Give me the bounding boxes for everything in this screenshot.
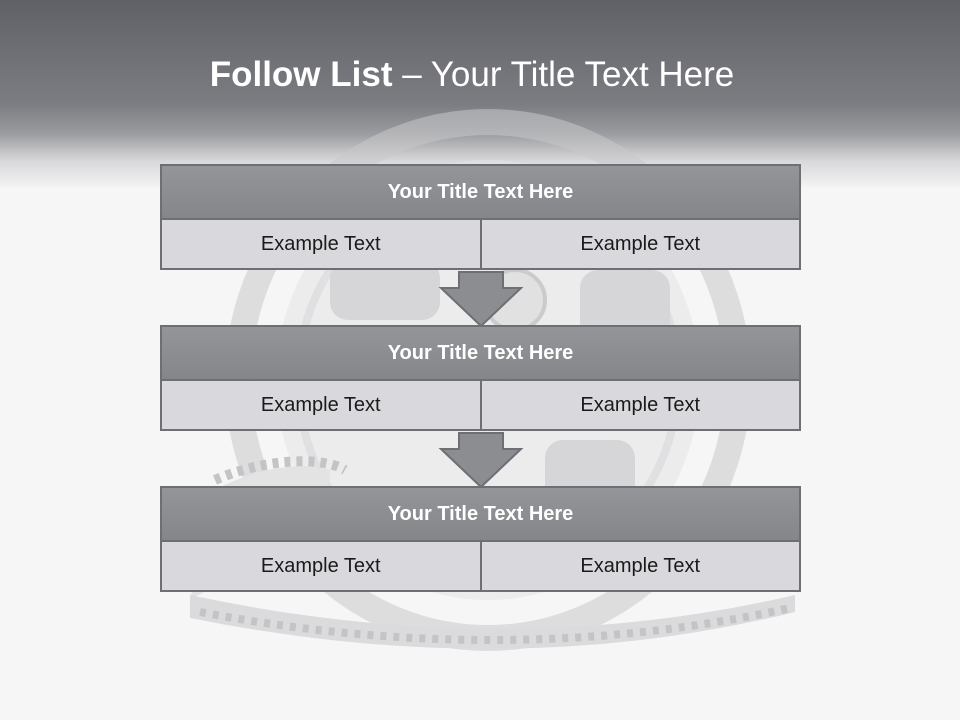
arrow-down-icon	[438, 271, 524, 328]
slide-title: Follow List – Your Title Text Here	[0, 52, 944, 98]
block-title: Your Title Text Here	[160, 325, 801, 381]
header-band	[0, 0, 960, 190]
follow-block-1: Your Title Text Here Example Text Exampl…	[160, 164, 801, 270]
block-cell-left: Example Text	[260, 554, 381, 577]
block-row: Example Text Example Text	[160, 381, 801, 431]
block-cell-left: Example Text	[260, 232, 381, 255]
follow-block-2: Your Title Text Here Example Text Exampl…	[160, 325, 801, 431]
block-title: Your Title Text Here	[160, 164, 801, 220]
block-cell-right: Example Text	[479, 381, 800, 429]
block-cell-right: Example Text	[479, 220, 800, 268]
slide-title-bold: Follow List	[209, 55, 393, 94]
slide-title-rest: – Your Title Text Here	[392, 55, 735, 94]
follow-block-3: Your Title Text Here Example Text Exampl…	[160, 486, 801, 592]
block-row: Example Text Example Text	[160, 542, 801, 592]
arrow-down-icon	[438, 432, 524, 489]
block-title: Your Title Text Here	[160, 486, 801, 542]
block-row: Example Text Example Text	[160, 220, 801, 270]
block-cell-right: Example Text	[479, 542, 800, 590]
block-cell-left: Example Text	[260, 393, 381, 416]
